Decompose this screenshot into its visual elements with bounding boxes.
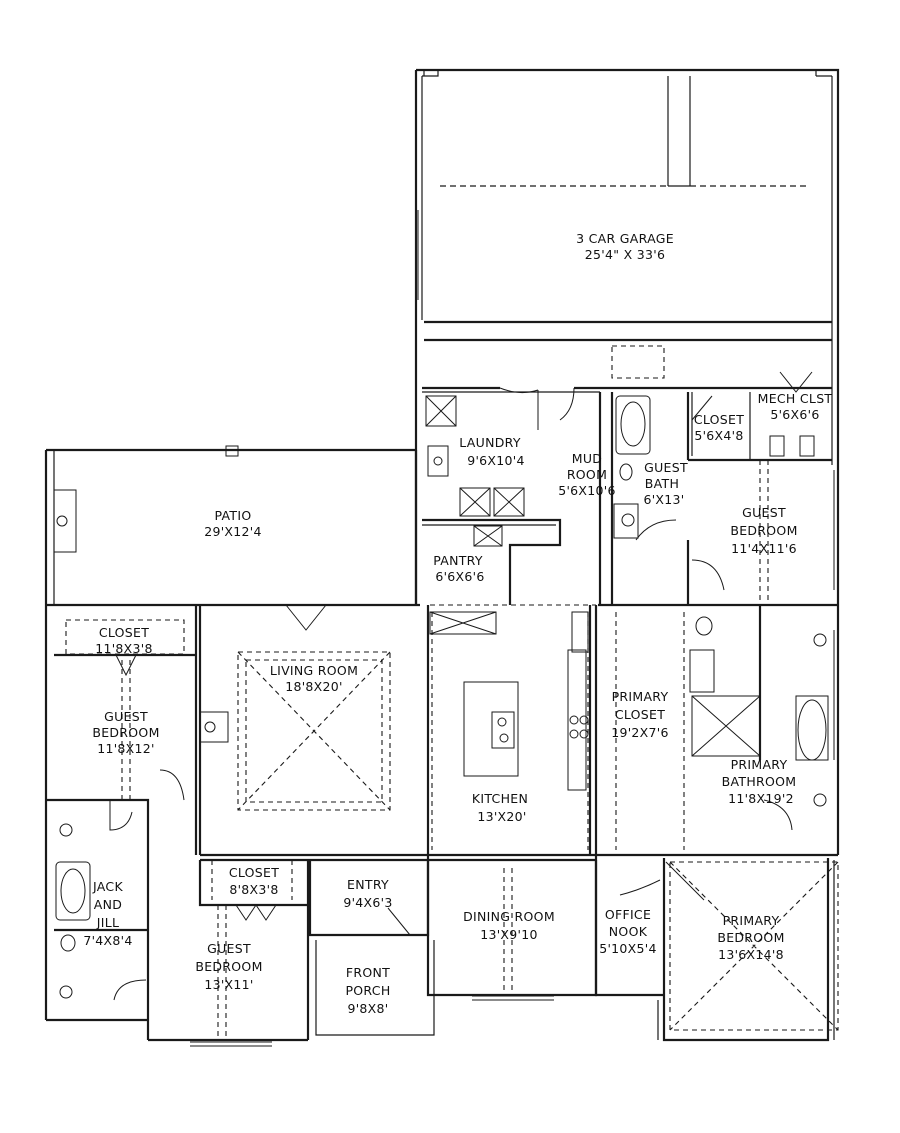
primary-bedroom-label: PRIMARY BEDROOM 13'6X14'8 [717, 913, 784, 962]
front-porch-label: FRONT PORCH 9'8X8' [345, 965, 390, 1016]
fixtures [54, 210, 835, 1047]
closet-top-name: CLOSET [694, 412, 744, 427]
laundry-label: LAUNDRY 9'6X10'4 [459, 435, 525, 468]
jack-and-jill-name-3: JILL [96, 915, 120, 930]
guest-bedroom-west-name-1: GUEST [104, 709, 148, 724]
closet-west-dims: 11'8X3'8 [95, 641, 153, 656]
room-labels: 3 CAR GARAGE 25'4" X 33'6 MECH CLST 5'6X… [83, 231, 832, 1016]
primary-bedroom-dims: 13'6X14'8 [718, 947, 784, 962]
guest-bedroom-south-dims: 13'X11' [204, 977, 253, 992]
garage-name: 3 CAR GARAGE [576, 231, 674, 246]
primary-bathroom-name-2: BATHROOM [722, 774, 797, 789]
pantry-dims: 6'6X6'6 [435, 569, 484, 584]
jack-and-jill-label: JACK AND JILL 7'4X8'4 [83, 879, 132, 948]
pantry-name: PANTRY [433, 553, 483, 568]
closet-south-dims: 8'8X3'8 [229, 882, 278, 897]
mech-closet-name: MECH CLST [758, 391, 833, 406]
living-room-name: LIVING ROOM [270, 663, 358, 678]
patio-dims: 29'X12'4 [204, 524, 262, 539]
primary-bathroom-dims: 11'8X19'2 [728, 791, 794, 806]
primary-bedroom-name-1: PRIMARY [723, 913, 780, 928]
laundry-name: LAUNDRY [459, 435, 521, 450]
closet-west-name: CLOSET [99, 625, 149, 640]
mud-room-label: MUD ROOM 5'6X10'6 [558, 451, 616, 498]
primary-closet-name-2: CLOSET [615, 707, 665, 722]
mud-room-name-2: ROOM [567, 467, 607, 482]
guest-bedroom-south-label: GUEST BEDROOM 13'X11' [195, 941, 262, 992]
patio-name: PATIO [215, 508, 252, 523]
closet-west-label: CLOSET 11'8X3'8 [95, 625, 153, 656]
office-nook-name-1: OFFICE [605, 907, 651, 922]
doors [109, 371, 813, 1001]
primary-bathroom-label: PRIMARY BATHROOM 11'8X19'2 [722, 757, 797, 806]
guest-bath-dims: 6'X13' [643, 492, 684, 507]
closet-top-dims: 5'6X4'8 [694, 428, 743, 443]
closet-top-label: CLOSET 5'6X4'8 [694, 412, 744, 443]
office-nook-dims: 5'10X5'4 [599, 941, 657, 956]
primary-closet-dims: 19'2X7'6 [611, 725, 669, 740]
garage-dims: 25'4" X 33'6 [585, 247, 665, 262]
guest-bedroom-east-label: GUEST BEDROOM 11'4X11'6 [730, 505, 797, 556]
guest-bedroom-east-name-1: GUEST [742, 505, 786, 520]
guest-bath-name-1: GUEST [644, 460, 688, 475]
entry-dims: 9'4X6'3 [343, 895, 392, 910]
guest-bath-name-2: BATH [645, 476, 679, 491]
guest-bedroom-east-name-2: BEDROOM [730, 523, 797, 538]
dining-room-name: DINING ROOM [463, 909, 555, 924]
mud-room-dims: 5'6X10'6 [558, 483, 616, 498]
mech-closet-dims: 5'6X6'6 [770, 407, 819, 422]
walls [44, 68, 840, 1042]
guest-bedroom-west-dims: 11'8X12' [97, 741, 155, 756]
pantry-label: PANTRY 6'6X6'6 [433, 553, 484, 584]
kitchen-dims: 13'X20' [477, 809, 526, 824]
dashed-lines [65, 345, 839, 1040]
primary-closet-label: PRIMARY CLOSET 19'2X7'6 [611, 689, 669, 740]
jack-and-jill-dims: 7'4X8'4 [83, 933, 132, 948]
guest-bedroom-south-name-2: BEDROOM [195, 959, 262, 974]
primary-bathroom-name-1: PRIMARY [731, 757, 788, 772]
patio-label: PATIO 29'X12'4 [204, 508, 262, 539]
kitchen-label: KITCHEN 13'X20' [472, 791, 528, 824]
guest-bath-label: GUEST BATH 6'X13' [643, 460, 688, 507]
front-porch-name-1: FRONT [346, 965, 390, 980]
dining-room-label: DINING ROOM 13'X9'10 [463, 909, 555, 942]
closet-south-name: CLOSET [229, 865, 279, 880]
guest-bedroom-west-name-2: BEDROOM [92, 725, 159, 740]
mud-room-name-1: MUD [572, 451, 602, 466]
jack-and-jill-name-2: AND [94, 897, 122, 912]
guest-bedroom-east-dims: 11'4X11'6 [731, 541, 797, 556]
dining-room-dims: 13'X9'10 [480, 927, 538, 942]
jack-and-jill-name-1: JACK [92, 879, 123, 894]
office-nook-label: OFFICE NOOK 5'10X5'4 [599, 907, 657, 956]
guest-bedroom-south-name-1: GUEST [207, 941, 251, 956]
entry-label: ENTRY 9'4X6'3 [343, 877, 392, 910]
office-nook-name-2: NOOK [609, 924, 648, 939]
mech-closet-label: MECH CLST 5'6X6'6 [758, 391, 833, 422]
garage-label: 3 CAR GARAGE 25'4" X 33'6 [576, 231, 674, 262]
living-room-dims: 18'8X20' [285, 679, 343, 694]
entry-name: ENTRY [347, 877, 389, 892]
guest-bedroom-west-label: GUEST BEDROOM 11'8X12' [92, 709, 159, 756]
kitchen-name: KITCHEN [472, 791, 528, 806]
front-porch-name-2: PORCH [345, 983, 390, 998]
closet-south-label: CLOSET 8'8X3'8 [229, 865, 279, 897]
primary-bedroom-name-2: BEDROOM [717, 930, 784, 945]
front-porch-dims: 9'8X8' [347, 1001, 388, 1016]
living-room-label: LIVING ROOM 18'8X20' [270, 663, 358, 694]
primary-closet-name-1: PRIMARY [612, 689, 669, 704]
laundry-dims: 9'6X10'4 [467, 453, 525, 468]
